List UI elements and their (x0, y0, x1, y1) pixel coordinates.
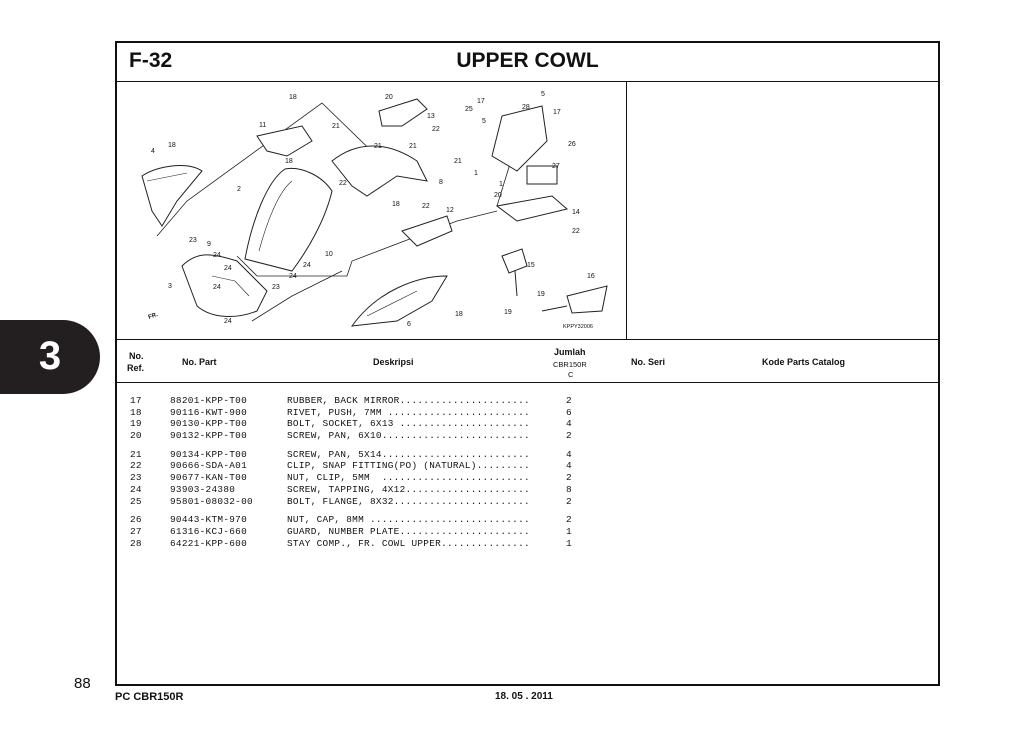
svg-text:18: 18 (455, 311, 463, 318)
svg-text:17: 17 (477, 98, 485, 105)
svg-text:23: 23 (272, 284, 280, 291)
svg-text:18: 18 (392, 201, 400, 208)
svg-text:18: 18 (289, 94, 297, 101)
svg-text:18: 18 (168, 142, 176, 149)
figure-title: UPPER COWL (456, 49, 599, 72)
svg-text:5: 5 (482, 118, 486, 125)
title-bar: F-32 UPPER COWL (117, 43, 938, 82)
header-serial: No. Seri (631, 357, 666, 367)
header-description: Deskripsi (373, 357, 414, 367)
front-direction-label: FR. (148, 312, 159, 321)
header-qty: Jumlah (554, 347, 586, 357)
svg-text:5: 5 (541, 91, 545, 98)
svg-text:27: 27 (552, 163, 560, 170)
svg-text:4: 4 (151, 148, 155, 155)
svg-text:21: 21 (332, 123, 340, 130)
catalog-frame: F-32 UPPER COWL (115, 41, 940, 686)
svg-text:9: 9 (207, 241, 211, 248)
svg-text:12: 12 (446, 207, 454, 214)
svg-text:24: 24 (224, 318, 232, 325)
svg-text:17: 17 (553, 109, 561, 116)
svg-text:3: 3 (168, 283, 172, 290)
svg-text:22: 22 (432, 126, 440, 133)
svg-text:6: 6 (407, 321, 411, 328)
svg-text:18: 18 (285, 158, 293, 165)
svg-text:19: 19 (537, 291, 545, 298)
svg-text:16: 16 (587, 273, 595, 280)
header-part-no: No. Part (182, 357, 217, 367)
footer-model: PC CBR150R (115, 691, 184, 703)
svg-text:25: 25 (465, 106, 473, 113)
svg-text:22: 22 (339, 180, 347, 187)
svg-text:2: 2 (237, 186, 241, 193)
svg-text:15: 15 (527, 262, 535, 269)
footer-date: 18. 05 . 2011 (495, 691, 553, 702)
header-no: No. (129, 351, 144, 361)
header-ref: Ref. (127, 363, 145, 373)
svg-text:19: 19 (504, 309, 512, 316)
svg-text:26: 26 (568, 141, 576, 148)
diagram-code: KPPY32006 (563, 324, 593, 330)
svg-text:1: 1 (474, 170, 478, 177)
diagram-blank-panel (627, 81, 938, 340)
figure-code: F-32 (129, 49, 173, 72)
svg-text:20: 20 (494, 192, 502, 199)
svg-text:21: 21 (374, 143, 382, 150)
svg-text:20: 20 (385, 94, 393, 101)
svg-text:13: 13 (427, 113, 435, 120)
chapter-tab: 3 (0, 320, 100, 394)
svg-text:24: 24 (303, 262, 311, 269)
table-header: No. Ref. No. Part Deskripsi Jumlah CBR15… (117, 340, 938, 383)
svg-text:14: 14 (572, 209, 580, 216)
svg-text:1: 1 (499, 181, 503, 188)
svg-text:24: 24 (289, 273, 297, 280)
svg-text:23: 23 (189, 237, 197, 244)
svg-text:24: 24 (224, 265, 232, 272)
svg-text:22: 22 (572, 228, 580, 235)
header-qty-model: CBR150R (553, 360, 587, 369)
chapter-number: 3 (38, 334, 62, 378)
svg-text:24: 24 (213, 252, 221, 259)
svg-text:22: 22 (422, 203, 430, 210)
svg-text:8: 8 (439, 179, 443, 186)
page-number: 88 (74, 675, 91, 692)
header-catalog: Kode Parts Catalog (762, 357, 846, 367)
svg-text:28: 28 (522, 104, 530, 111)
svg-text:24: 24 (213, 284, 221, 291)
header-qty-type: C (568, 370, 574, 379)
svg-text:21: 21 (454, 158, 462, 165)
svg-text:10: 10 (325, 251, 333, 258)
svg-text:11: 11 (259, 122, 266, 129)
svg-text:21: 21 (409, 143, 417, 150)
